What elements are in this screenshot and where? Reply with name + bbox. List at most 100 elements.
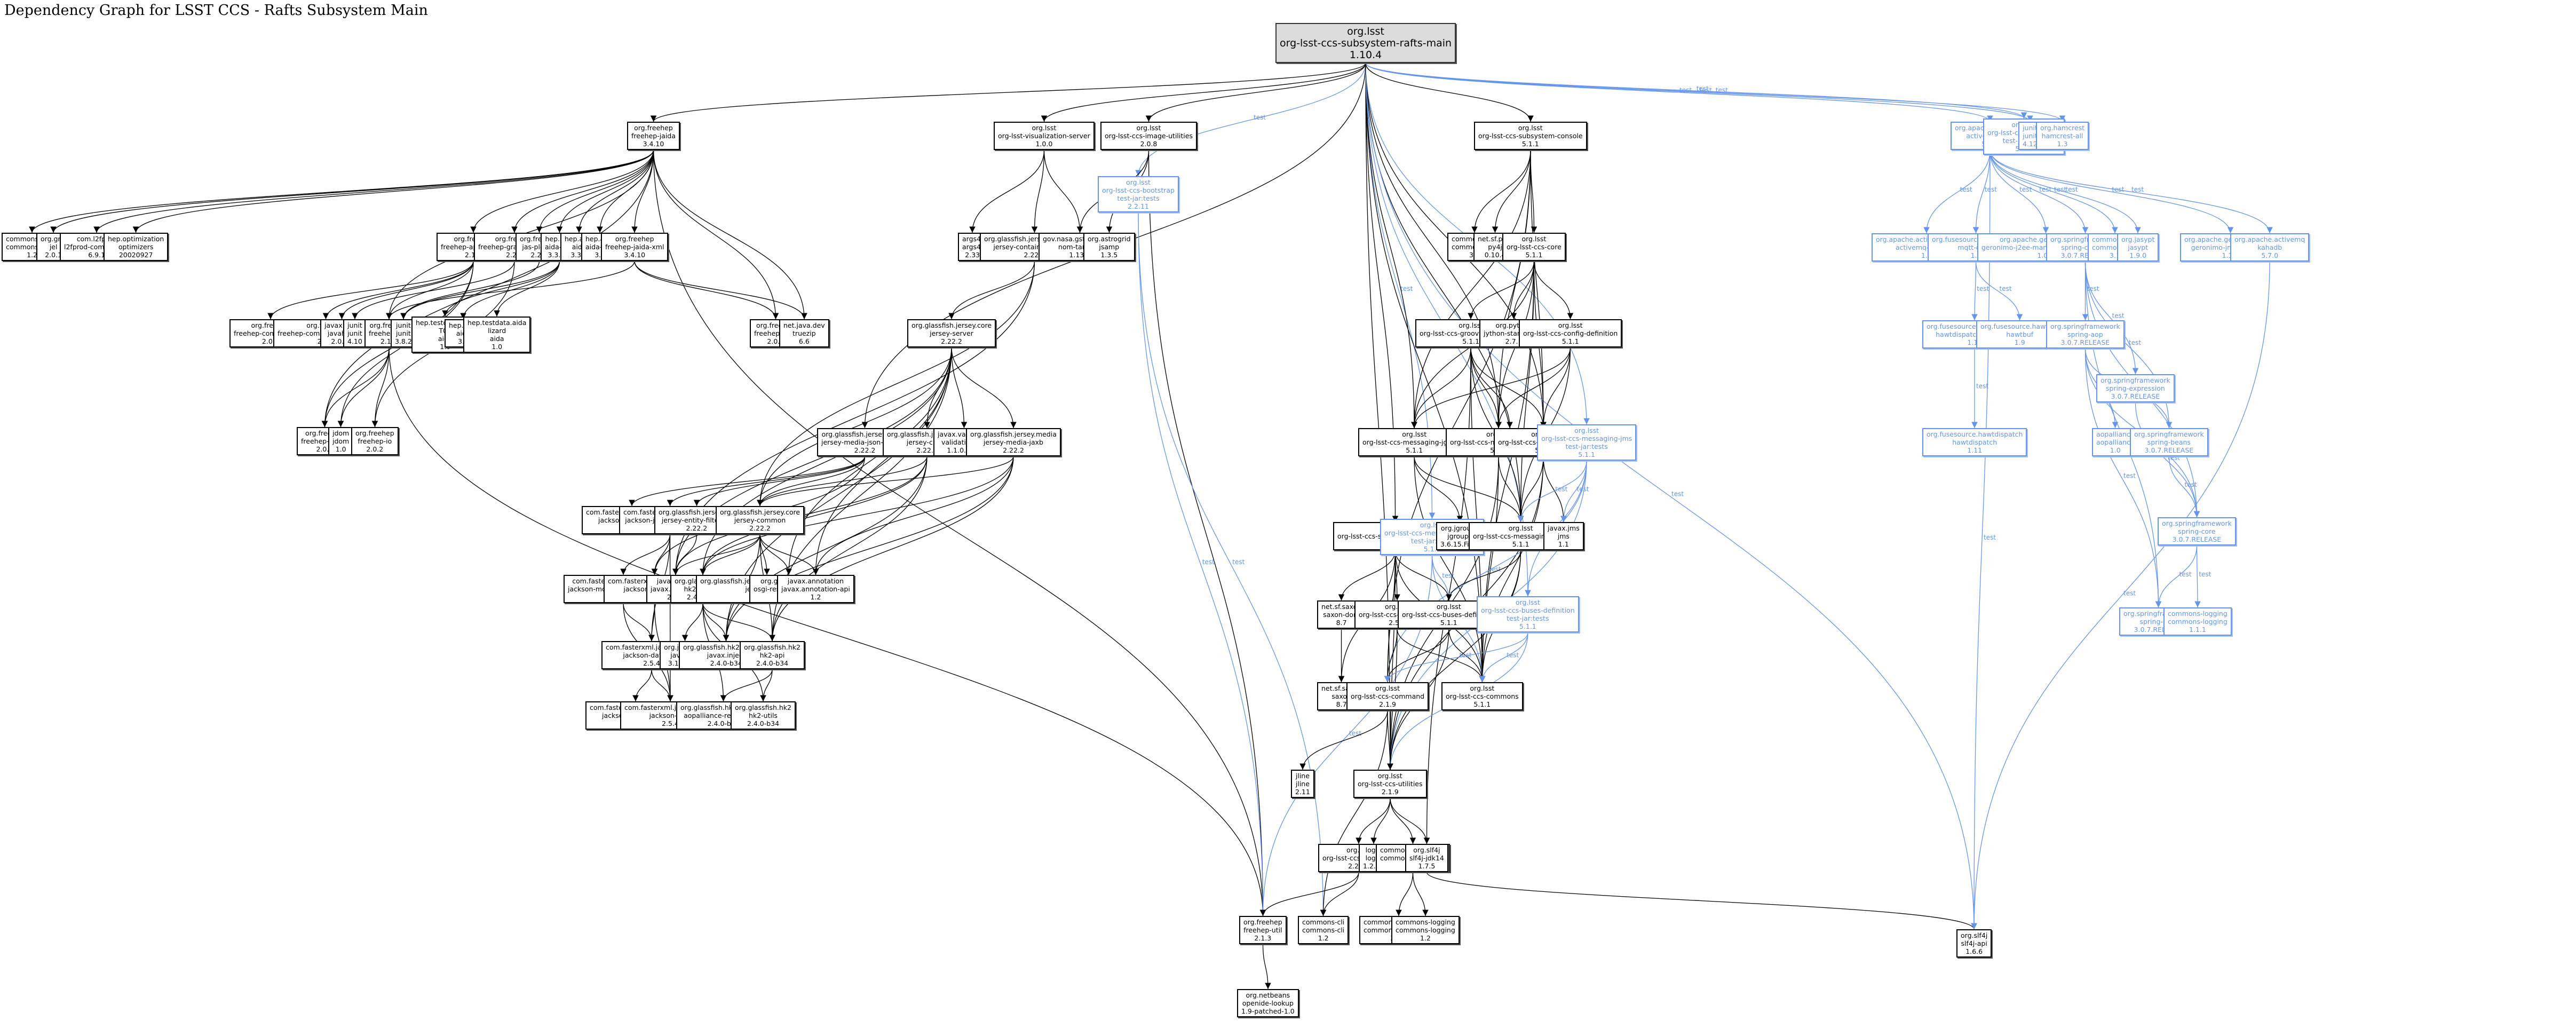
node-group: org.springframework [2050,322,2120,330]
dependency-edge-databind-to-jannot250 [632,669,652,702]
dependency-edge-jjackson-to-jaxrsjson [667,456,866,507]
dependency-edge-aidatest-to-t01 [442,260,560,317]
node-version: 5.1.1 [1578,450,1595,458]
node-artifact: org-lsst-ccs-commons [1446,692,1519,700]
node-artifact: saxon [1331,692,1351,700]
dependency-edge-ccscore-to-jython [1510,260,1535,320]
node-version: 3.4.10 [624,251,646,259]
node-version: 2.4.0-b34 [710,659,742,667]
dependency-edge-amqcore-to-jasypt [1990,149,2141,234]
dependency-edge-jserver-to-jcommon [757,347,952,507]
dependency-edge-jcommon-to-hk2loc [700,534,760,575]
dependency-edge-slf4jjdk-to-slf4japi [1426,872,1977,930]
node-group: org.jasypt [2121,235,2155,243]
dependency-edge-jjaxb-to-hk2api [769,456,1014,642]
node-artifact: org-lsst-ccs-subsystem-console [1478,132,1583,140]
dependency-edge-root-to-slf4japi [1365,62,1977,930]
dependency-edge-hk2api-to-hk2utils [760,669,773,702]
dependency-edge-root-to-commons-tests [1365,62,2027,119]
dependency-edge-jcommon-to-osgiloc [759,534,792,575]
dependency-edge-jclient-to-jcommon [757,456,928,507]
dependency-edge-mjgroups-to-commons [1414,456,1486,683]
node-group: hep.optimization [108,235,164,243]
node-version: 2.22.2 [854,446,876,454]
dependency-edge-fapp-to-javahelp [338,260,474,320]
edge-label-test: test [1671,491,1684,498]
dependency-edge-hk2loc-to-inject [702,603,730,642]
edge-label-test: test [2019,186,2032,193]
node-version: 1.3 [2057,140,2068,148]
dependency-edge-mmock-to-mlayer [1498,456,1524,523]
node-group: org.slf4j [1413,846,1440,854]
node-artifact: lizard [488,327,506,335]
node-version: 3.4.10 [643,140,664,148]
dependency-edge-springcore-to-springasm [2155,545,2198,608]
node-version: 2.33 [965,251,980,259]
node-version: 3.0.7.RELEASE [2172,535,2222,543]
edge-label-test: test [2199,571,2211,578]
dependency-edge-bootstrap-to-cli [1320,872,1359,916]
node-artifact: commons-logging [1396,926,1455,934]
edge-label-test: test [2179,571,2192,578]
node-group: javax.annotation [787,577,844,585]
dependency-edge-mjgroups-to-mlayer [1414,456,1524,523]
edge-label-test: test [1977,285,1989,292]
node-version: 2.1.9 [1381,788,1399,796]
node-version: 5.1.1 [1462,337,1480,345]
dependency-edge-busdef-tests-to-commons [1479,632,1528,683]
dependency-edge-mqtt-to-hdtransport [1971,261,1978,321]
edge-label-test: test [1716,86,1728,94]
node-version: 20020927 [118,251,153,259]
node-group: jdom [332,429,350,437]
node-group: org.lsst [1402,430,1427,438]
dependency-edge-jaida-to-jel [50,149,654,233]
node-version: 2.22.2 [686,524,708,532]
edge-label-test: test [2129,339,2141,346]
